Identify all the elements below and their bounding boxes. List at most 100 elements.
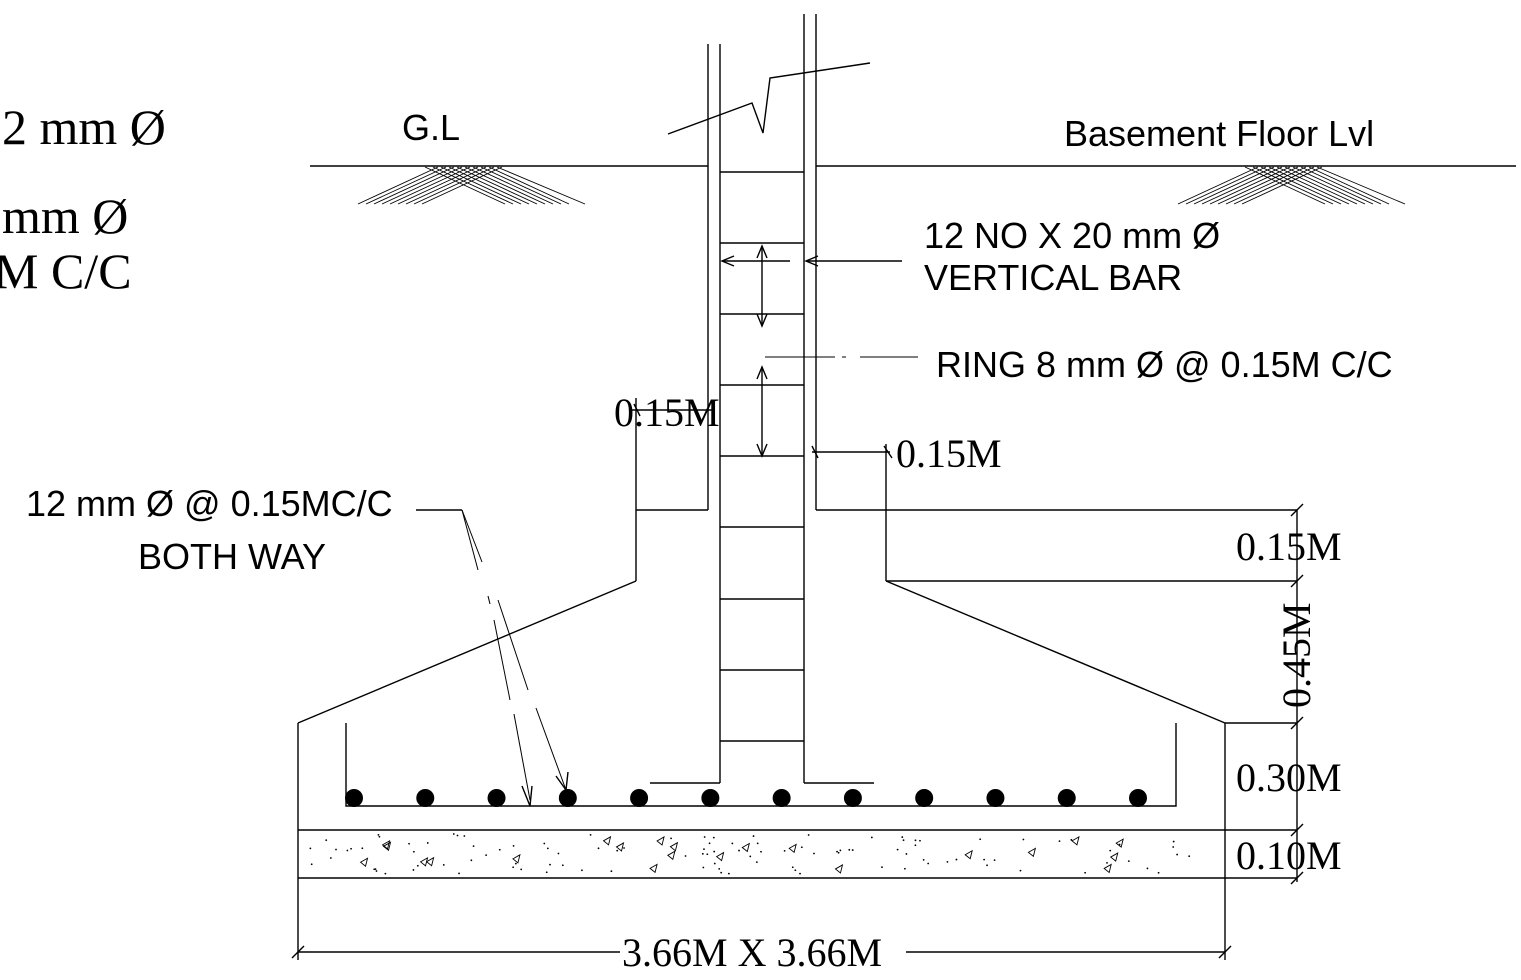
- pedestal-dimension-left: [632, 403, 712, 417]
- break-line: [667, 62, 871, 135]
- pcc-dot: [836, 850, 838, 853]
- pcc-dot: [922, 858, 925, 861]
- pcc-aggregate: [1027, 847, 1037, 858]
- pcc-dot: [703, 836, 706, 838]
- rebar-dot: [487, 789, 506, 807]
- pcc-aggregate: [512, 853, 521, 864]
- pcc-dot: [927, 862, 930, 865]
- pcc-height-text: 0.10M: [1236, 833, 1342, 878]
- rebar-dot: [915, 789, 934, 807]
- pcc-dot: [361, 847, 364, 850]
- rebar-dot: [1057, 789, 1076, 807]
- pcc-aggregate: [1071, 835, 1080, 846]
- pcc-dot: [800, 846, 803, 849]
- pcc-aggregate: [964, 849, 973, 860]
- pcc-dot: [902, 839, 905, 842]
- pcc-dot: [335, 848, 337, 851]
- pcc-aggregate: [359, 857, 369, 868]
- pcc-dot: [377, 833, 380, 836]
- pcc-dot: [412, 850, 415, 853]
- pcc-dot: [755, 861, 758, 864]
- ring-spacing-dimension: [756, 244, 768, 458]
- pcc-dot: [986, 864, 988, 867]
- pcc-dot: [1172, 846, 1175, 848]
- rebar-dot: [1129, 789, 1147, 807]
- pcc-dot: [837, 851, 840, 854]
- rebar-dots: [345, 789, 1147, 807]
- pcc-dot: [408, 842, 410, 845]
- pcc-dot: [946, 861, 949, 863]
- pcc-aggregate: [834, 864, 844, 874]
- pcc-aggregate: [381, 839, 391, 850]
- pcc-dot: [799, 872, 801, 875]
- column-outline: [650, 14, 874, 784]
- pcc-dot: [851, 849, 854, 851]
- pcc-dot: [731, 842, 734, 845]
- height-dimensions: [1290, 503, 1304, 885]
- pcc-dot: [903, 867, 906, 870]
- overall-width-dimension: [291, 878, 1232, 960]
- pcc-dot: [549, 863, 551, 866]
- pcc-dot: [452, 833, 455, 835]
- rebar-dot: [630, 789, 649, 807]
- pcc-dot: [670, 837, 672, 840]
- rebar-dot: [558, 789, 577, 807]
- pcc-dot: [470, 859, 473, 862]
- pcc-dot: [456, 834, 459, 837]
- pcc-dot: [597, 847, 600, 850]
- pcc-dot: [623, 847, 625, 849]
- bottom-bar-leader: [416, 509, 569, 807]
- pedestal-right-dimension-text: 0.15M: [896, 431, 1002, 476]
- pcc-aggregate: [788, 843, 797, 854]
- pcc-dot: [1109, 849, 1112, 852]
- pedestal-left-dimension-text: 0.15M: [614, 390, 720, 435]
- rebar-dot: [345, 789, 363, 807]
- pcc-dot: [610, 870, 613, 873]
- pcc-dot: [309, 847, 312, 850]
- pcc-dot: [760, 850, 762, 853]
- pcc-dot: [1127, 860, 1130, 863]
- rebar-dot: [843, 789, 862, 807]
- pcc-dot: [325, 839, 328, 842]
- pcc-dot: [738, 849, 740, 852]
- pcc-dot: [720, 871, 723, 874]
- pcc-dot: [713, 850, 716, 853]
- pcc-dot: [983, 858, 986, 861]
- pcc-dot: [727, 872, 730, 875]
- pcc-dot: [520, 868, 523, 871]
- pcc-dot: [310, 863, 313, 866]
- pcc-dot: [1019, 869, 1022, 872]
- pcc-dot: [1176, 853, 1179, 856]
- pcc-aggregate: [656, 836, 665, 846]
- pcc-dot: [813, 852, 815, 855]
- pcc-dot: [485, 854, 488, 857]
- pcc-dot: [848, 848, 851, 851]
- pcc-dot: [1070, 838, 1073, 841]
- pcc-dot: [373, 868, 376, 871]
- pcc-dot: [512, 844, 515, 847]
- pcc-dot: [616, 849, 619, 852]
- pcc-dot: [708, 842, 711, 845]
- pcc-dot: [794, 869, 797, 872]
- pcc-dot: [472, 845, 475, 848]
- pcc-dot: [979, 838, 982, 841]
- rebar-dot: [701, 789, 720, 807]
- bottom-bar-label-1: 12 mm Ø @ 0.15MC/C: [26, 483, 393, 524]
- pcc-dot: [463, 835, 466, 837]
- pedestal-dimension-right: [811, 445, 893, 459]
- pcc-dot: [955, 858, 958, 861]
- pcc-dot: [581, 869, 583, 872]
- pcc-dot: [384, 872, 387, 875]
- pcc-dot: [706, 853, 709, 856]
- pcc-dot: [458, 872, 460, 875]
- pcc-dot: [375, 870, 378, 872]
- pcc-dot: [712, 836, 715, 839]
- pcc-dot: [684, 855, 687, 857]
- pcc-dot: [914, 844, 917, 847]
- pcc-dot: [546, 847, 549, 850]
- pcc-aggregate: [741, 842, 751, 853]
- pcc-dot: [718, 867, 721, 870]
- pcc-dot: [896, 848, 899, 851]
- cut-text-2: mm Ø: [2, 188, 128, 244]
